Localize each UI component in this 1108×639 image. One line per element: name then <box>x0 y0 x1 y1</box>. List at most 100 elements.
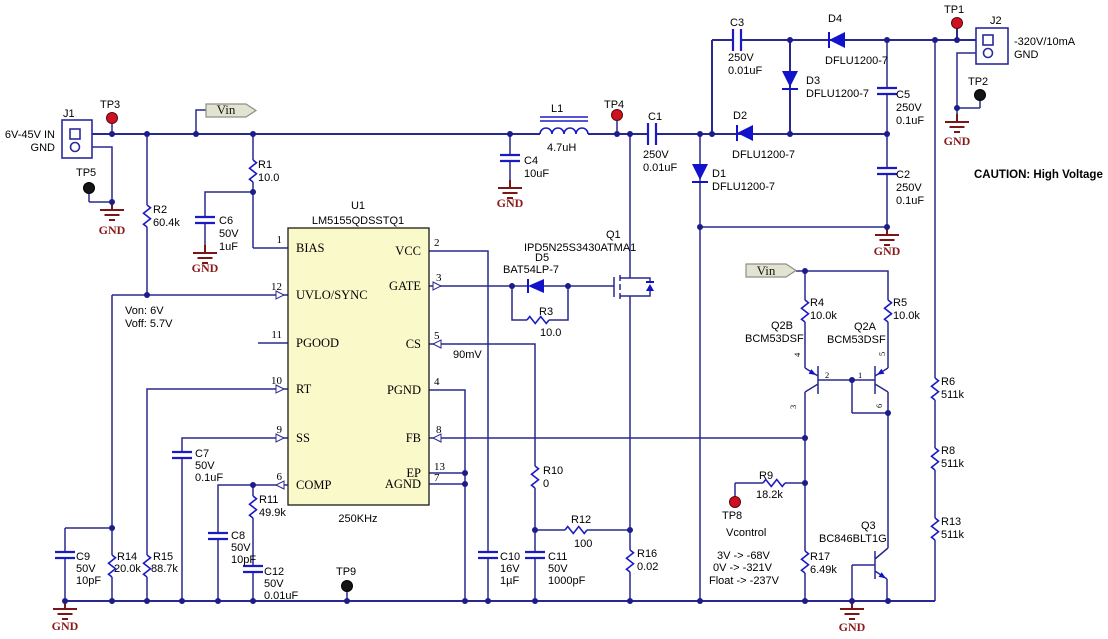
q3-ref: Q3 <box>861 520 876 532</box>
map-line3: Float -> -237V <box>709 575 780 587</box>
c7-ref: C7 <box>195 448 209 460</box>
capacitor-C4[interactable] <box>498 153 522 163</box>
transistor-arrows <box>808 368 886 579</box>
gnd-tp2: GND <box>944 134 971 148</box>
c1-v1: 250V <box>643 149 669 161</box>
d3-part: DFLU1200-7 <box>806 88 869 100</box>
resistor-R5[interactable] <box>883 299 893 323</box>
c9-v1: 50V <box>76 563 96 575</box>
resistor-R2[interactable] <box>142 204 152 228</box>
d3-ref: D3 <box>806 75 820 87</box>
c6-ref: C6 <box>219 215 233 227</box>
capacitor-C7[interactable] <box>170 450 194 460</box>
cs-threshold: 90mV <box>453 349 482 361</box>
r8-val: 511k <box>941 458 965 470</box>
r5-val: 10.0k <box>893 310 920 322</box>
vin-net-flag[interactable] <box>205 103 258 118</box>
u1-ref: U1 <box>351 200 365 212</box>
r5-ref: R5 <box>893 297 907 309</box>
tp2-label: TP2 <box>968 76 988 88</box>
pin10-name: RT <box>296 382 312 396</box>
j2-ref: J2 <box>990 15 1002 27</box>
d5-part: BAT54LP-7 <box>503 264 559 276</box>
c11-v1: 50V <box>548 563 568 575</box>
r4-val: 10.0k <box>810 310 837 322</box>
pin11-name: PGOOD <box>296 336 339 350</box>
capacitor-C10[interactable] <box>476 550 500 560</box>
u1-part: LM5155QDSSTQ1 <box>312 215 404 227</box>
c7-v2: 0.1uF <box>195 472 223 484</box>
c4-val: 10uF <box>524 168 549 180</box>
r13-val: 511k <box>941 529 965 541</box>
j2-label-output: -320V/10mA <box>1014 36 1076 48</box>
pin7-name: AGND <box>385 477 421 491</box>
resistor-R17[interactable] <box>800 550 810 574</box>
r1-ref: R1 <box>258 159 272 171</box>
pin2-name: VCC <box>395 244 421 258</box>
resistor-R4[interactable] <box>800 299 810 323</box>
capacitor-C9[interactable] <box>53 550 77 560</box>
resistor-R12[interactable] <box>564 525 588 535</box>
r11-ref: R11 <box>259 494 278 506</box>
testpoint-TP4[interactable] <box>611 109 623 121</box>
resistor-R8[interactable] <box>930 447 940 471</box>
resistor-R15[interactable] <box>142 554 152 578</box>
pin9-num: 9 <box>277 424 283 436</box>
r3-ref: R3 <box>539 306 553 318</box>
c2-ref: C2 <box>896 169 910 181</box>
testpoint-TP2[interactable] <box>974 89 986 101</box>
q2b-pin3: 3 <box>788 405 798 409</box>
c11-v2: 1000pF <box>548 575 586 587</box>
tp8-label: TP8 <box>722 510 742 522</box>
r6-val: 511k <box>941 389 965 401</box>
q2a-pin5: 5 <box>877 352 887 356</box>
resistor-R6[interactable] <box>930 377 940 401</box>
d1-ref: D1 <box>712 168 726 180</box>
pin3-num: 3 <box>436 272 442 284</box>
testpoint-TP9[interactable] <box>341 580 353 592</box>
j2-label-gnd: GND <box>1014 49 1039 61</box>
testpoint-TP3[interactable] <box>106 112 118 124</box>
capacitor-C2[interactable] <box>875 166 899 176</box>
vcontrol-label: Vcontrol <box>726 527 766 539</box>
inductor-L1-symbol[interactable] <box>539 127 589 135</box>
vin-net-flag-2[interactable] <box>745 263 798 278</box>
c8-ref: C8 <box>231 530 245 542</box>
resistor-R1[interactable] <box>248 159 258 183</box>
connector-J1[interactable] <box>61 119 93 159</box>
c6-v2: 1uF <box>219 241 238 253</box>
resistor-R16[interactable] <box>625 549 635 573</box>
pin11-num: 11 <box>271 329 282 341</box>
resistor-R13[interactable] <box>930 517 940 541</box>
capacitor-C3[interactable] <box>731 27 743 53</box>
capacitor-C12[interactable] <box>241 564 265 574</box>
pin6-name: COMP <box>296 478 331 492</box>
connector-J2[interactable] <box>975 27 1009 65</box>
r9-val: 18.2k <box>756 489 783 501</box>
q3-part: BC846BLT1G <box>819 533 887 545</box>
capacitor-C11[interactable] <box>523 550 547 560</box>
capacitor-C6[interactable] <box>193 215 217 225</box>
capacitor-C5[interactable] <box>875 86 899 96</box>
resistor-R11[interactable] <box>248 495 258 519</box>
tp5-label: TP5 <box>76 167 96 179</box>
testpoint-TP5[interactable] <box>83 182 95 194</box>
r13-ref: R13 <box>941 516 961 528</box>
testpoint-TP1[interactable] <box>951 17 963 29</box>
d5-ref: D5 <box>535 252 549 264</box>
q2a-pin1: 1 <box>858 370 862 380</box>
map-line2: 0V -> -321V <box>713 562 773 574</box>
diode-symbols[interactable] <box>527 32 845 293</box>
r6-ref: R6 <box>941 376 955 388</box>
vin-flag-1-label: Vin <box>217 102 236 117</box>
pin4-num: 4 <box>434 376 440 388</box>
gnd-c4: GND <box>497 196 524 210</box>
c9-v2: 10pF <box>76 575 101 587</box>
c11-ref: C11 <box>548 551 567 563</box>
capacitor-C1[interactable] <box>646 121 658 147</box>
capacitor-C8[interactable] <box>206 531 230 541</box>
ic-U1-body[interactable] <box>287 227 430 506</box>
testpoint-TP8[interactable] <box>729 496 741 508</box>
resistor-R10[interactable] <box>530 465 540 489</box>
